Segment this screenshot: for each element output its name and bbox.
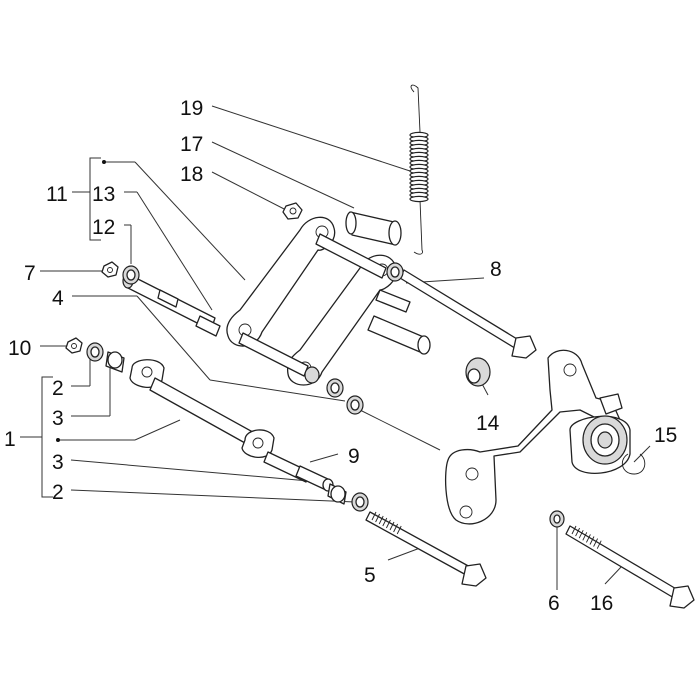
washer-4b <box>304 366 364 415</box>
label-8: 8 <box>490 258 502 281</box>
label-6: 6 <box>548 592 560 615</box>
bracket-11 <box>89 157 101 241</box>
leader-2b <box>70 489 356 503</box>
swing-arm-shaft <box>129 359 275 458</box>
spring-coil <box>409 195 429 203</box>
leader-3b <box>70 459 321 483</box>
leader-lines <box>20 105 651 590</box>
part-labels: 19 17 18 11 13 12 7 4 10 2 3 1 3 2 9 8 1… <box>4 97 677 615</box>
bolt-5 <box>365 511 487 587</box>
thread-line <box>371 511 377 521</box>
washer-2a <box>86 342 104 362</box>
leader-15 <box>633 445 651 463</box>
label-5: 5 <box>364 564 376 587</box>
link-plates <box>226 216 397 386</box>
label-2b: 2 <box>52 481 64 504</box>
label-16: 16 <box>590 592 613 615</box>
thread-line <box>582 532 588 541</box>
label-3b: 3 <box>52 451 64 474</box>
label-13: 13 <box>92 183 115 206</box>
leader-1b <box>134 419 181 441</box>
label-9: 9 <box>348 445 360 468</box>
leader-18 <box>211 171 291 213</box>
thread-line <box>596 540 602 549</box>
bolt-8 <box>386 262 537 359</box>
pin-9 <box>263 451 334 492</box>
thread-line <box>375 513 381 523</box>
thread-line <box>589 536 595 545</box>
label-17: 17 <box>180 133 203 156</box>
marker-dot-11 <box>102 160 106 164</box>
label-7: 7 <box>24 262 36 285</box>
label-15: 15 <box>654 424 677 447</box>
thread-line <box>593 538 599 547</box>
label-2a: 2 <box>52 377 64 400</box>
label-19: 19 <box>180 97 203 120</box>
engine-bracket <box>444 349 631 525</box>
washer-2b <box>351 492 369 512</box>
label-18: 18 <box>180 163 203 186</box>
thread-line <box>396 525 402 535</box>
leader-4c <box>209 379 346 402</box>
label-12: 12 <box>92 216 115 239</box>
marker-dot-1 <box>56 438 60 442</box>
label-14: 14 <box>476 412 500 435</box>
washer-6 <box>549 510 565 528</box>
bushing-3a <box>105 351 125 373</box>
spring-part <box>409 84 429 255</box>
thread-line <box>578 529 584 539</box>
leader-9 <box>309 453 339 463</box>
thread-line <box>571 525 577 535</box>
label-1: 1 <box>4 428 16 451</box>
center-pins <box>367 289 431 355</box>
nut-14 <box>465 357 491 387</box>
bolt-16 <box>565 525 695 609</box>
label-10: 10 <box>8 337 31 360</box>
thread-line <box>389 521 395 531</box>
sleeve-part <box>345 211 402 246</box>
leader-13 <box>136 191 213 311</box>
thread-line <box>585 534 591 543</box>
label-4: 4 <box>52 287 64 310</box>
thread-line <box>575 527 581 537</box>
label-11: 11 <box>46 183 68 206</box>
thread-line <box>382 517 388 527</box>
leader-17 <box>211 141 355 209</box>
bushing-3b <box>327 483 347 505</box>
nut-10 <box>65 337 83 354</box>
thread-line <box>385 519 391 529</box>
washer-12 <box>122 265 140 285</box>
pin-parts <box>122 273 221 337</box>
nut-18 <box>282 202 303 220</box>
leader-4b <box>136 295 211 381</box>
nut-7 <box>101 261 119 278</box>
leader-11b <box>134 161 246 281</box>
leader-bracket-link <box>359 409 441 451</box>
leader-19 <box>211 105 411 172</box>
leader-5 <box>387 547 421 561</box>
thread-line <box>378 515 384 525</box>
label-3a: 3 <box>52 407 64 430</box>
circlip-15 <box>621 453 646 475</box>
leader-16 <box>604 565 623 585</box>
thread-line <box>393 523 399 533</box>
